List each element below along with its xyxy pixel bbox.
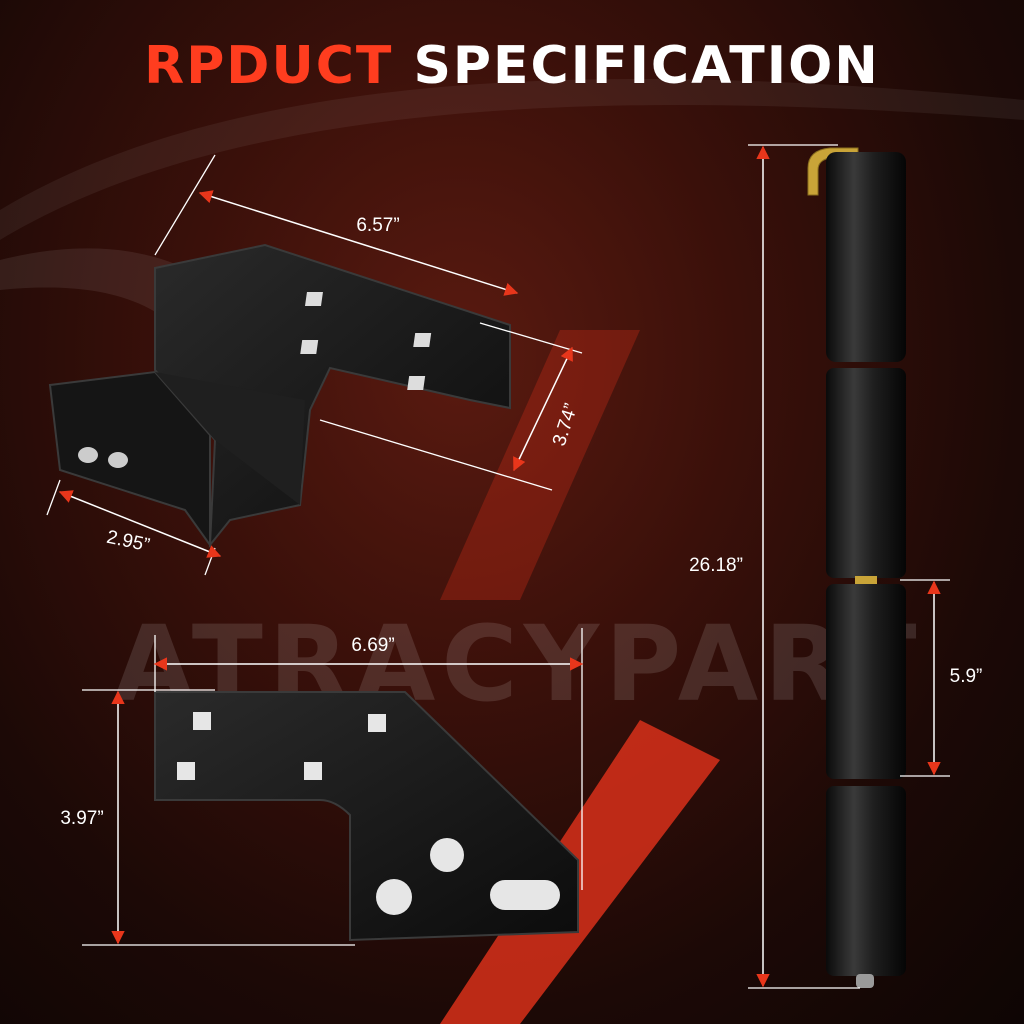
dimension-label-bracket-a-length: 6.57” xyxy=(356,215,400,236)
dimension-label-bracket-b-height: 3.97” xyxy=(60,808,104,829)
dimension-label-pin-segment: 5.9” xyxy=(949,666,983,687)
title-part1: RPDUCT xyxy=(144,36,394,96)
hinge-pin xyxy=(807,147,906,988)
bracket-b xyxy=(154,691,579,942)
dimension-label-pin-total: 26.18” xyxy=(689,555,743,576)
page-title: RPDUCT SPECIFICATION xyxy=(0,36,1024,96)
bracket-b-dimensions xyxy=(82,628,584,946)
dimension-label-bracket-b-width: 6.69” xyxy=(351,635,395,656)
title-part2: SPECIFICATION xyxy=(413,36,880,96)
pin-dimensions xyxy=(748,144,950,989)
bracket-a-dimensions xyxy=(46,154,583,576)
